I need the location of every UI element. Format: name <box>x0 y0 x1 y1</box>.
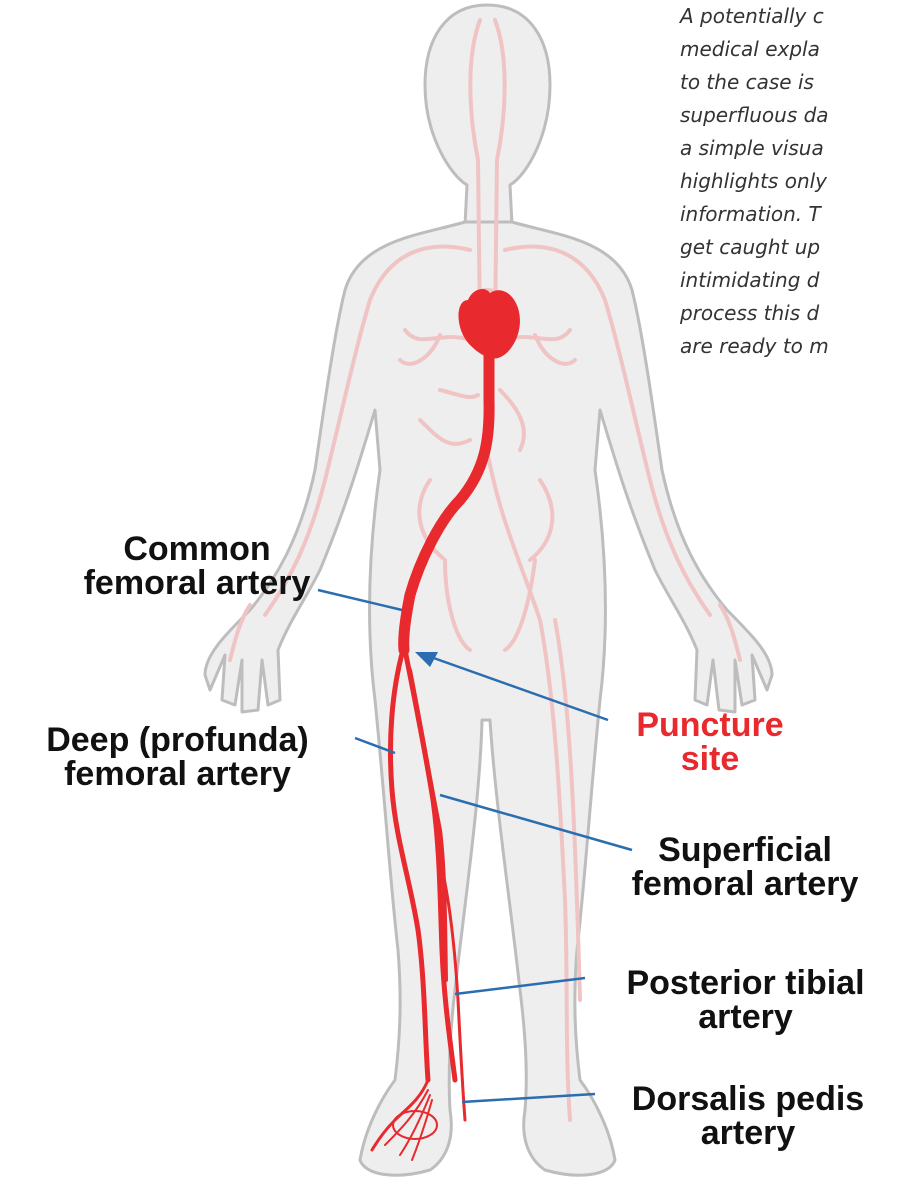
label-line: femoral artery <box>82 566 312 600</box>
label-line: femoral artery <box>0 757 355 791</box>
caption-line: highlights only <box>680 165 901 198</box>
label-line: Superficial <box>595 833 895 867</box>
label-dorsalis-pedis: Dorsalis pedis artery <box>598 1082 898 1150</box>
label-line: Dorsalis pedis <box>598 1082 898 1116</box>
label-line: Posterior tibial <box>593 966 898 1000</box>
caption-line: a simple visua <box>680 132 901 165</box>
caption-line: intimidating d <box>680 264 901 297</box>
caption-line: process this d <box>680 297 901 330</box>
label-line: artery <box>593 1000 898 1034</box>
label-line: Common <box>82 532 312 566</box>
caption-line: superfluous da <box>680 99 901 132</box>
caption-line: information. T <box>680 198 901 231</box>
label-line: Puncture <box>605 708 815 742</box>
caption-line: are ready to m <box>680 330 901 363</box>
label-puncture-site: Puncture site <box>605 708 815 776</box>
label-line: artery <box>598 1116 898 1150</box>
label-deep-femoral: Deep (profunda) femoral artery <box>0 723 355 791</box>
label-common-femoral: Common femoral artery <box>82 532 312 600</box>
label-posterior-tibial: Posterior tibial artery <box>593 966 898 1034</box>
label-line: site <box>605 742 815 776</box>
label-line: femoral artery <box>595 867 895 901</box>
caption-line: medical expla <box>680 33 901 66</box>
caption-line: A potentially c <box>680 0 901 33</box>
label-superficial-femoral: Superficial femoral artery <box>595 833 895 901</box>
caption-text: A potentially c medical expla to the cas… <box>680 0 901 363</box>
label-line: Deep (profunda) <box>0 723 355 757</box>
caption-line: to the case is <box>680 66 901 99</box>
caption-line: get caught up <box>680 231 901 264</box>
